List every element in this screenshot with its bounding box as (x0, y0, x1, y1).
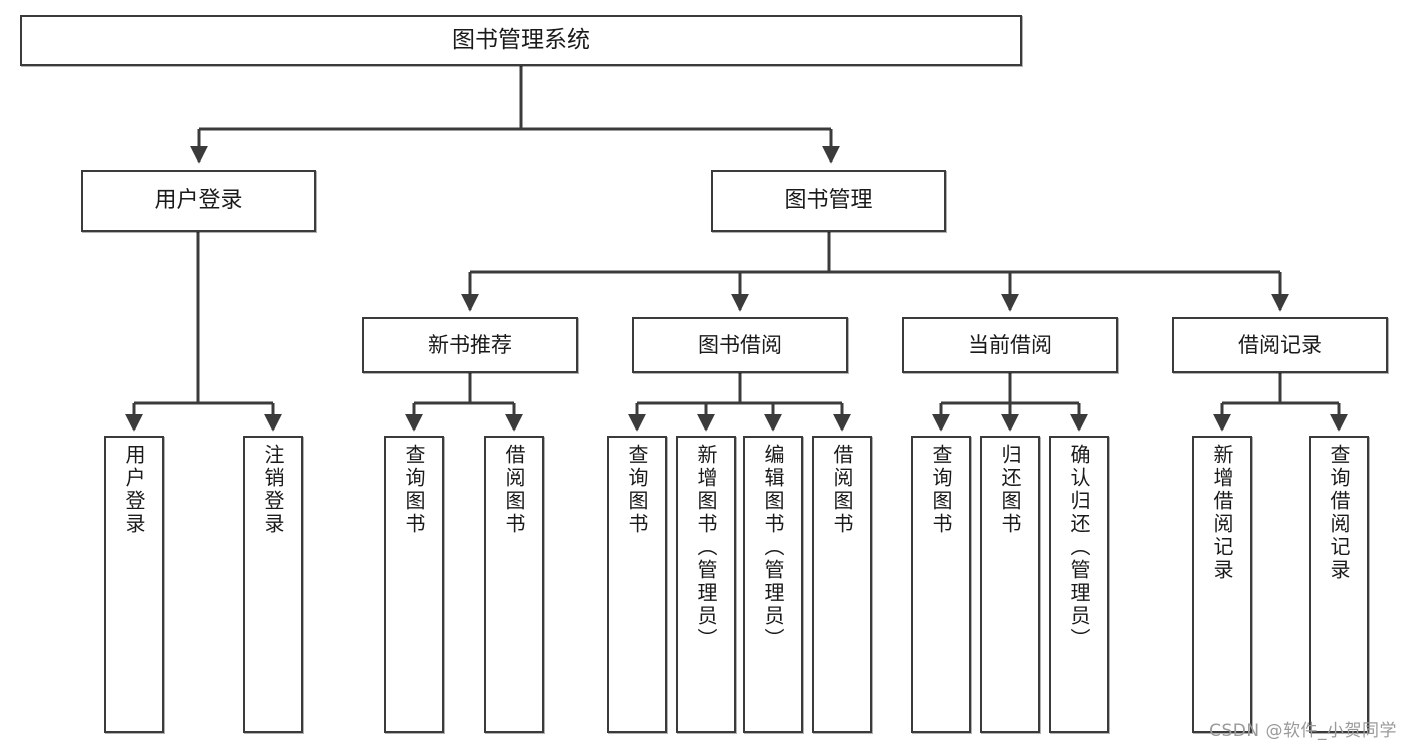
node-label: 确认归还（管理员） (1067, 444, 1091, 651)
csdn-watermark: CSDN @软件_小贺同学 (1209, 721, 1397, 741)
node-new-book-recommend[interactable]: 新书推荐 (362, 317, 578, 373)
node-leaf-query-book-1[interactable]: 查询图书 (384, 436, 444, 733)
node-label: 编辑图书（管理员） (761, 444, 785, 651)
node-leaf-borrow-book-1[interactable]: 借阅图书 (484, 436, 544, 733)
node-label: 用户登录 (122, 444, 146, 536)
node-leaf-user-login[interactable]: 用户登录 (104, 436, 164, 733)
node-label: 查询图书 (402, 444, 426, 536)
node-label: 查询图书 (929, 444, 953, 536)
node-leaf-logout[interactable]: 注销登录 (243, 436, 303, 733)
node-borrow-record[interactable]: 借阅记录 (1172, 317, 1388, 373)
node-label: 用户登录 (154, 188, 243, 214)
node-label: 新书推荐 (428, 332, 512, 357)
node-label: 图书借阅 (698, 332, 782, 357)
node-leaf-query-book-3[interactable]: 查询图书 (911, 436, 971, 733)
node-label: 当前借阅 (968, 332, 1052, 357)
node-book-management[interactable]: 图书管理 (711, 170, 946, 232)
node-label: 查询借阅记录 (1327, 444, 1351, 582)
node-leaf-query-book-2[interactable]: 查询图书 (607, 436, 667, 733)
node-current-borrow[interactable]: 当前借阅 (902, 317, 1118, 373)
node-label: 借阅图书 (502, 444, 526, 536)
node-root-system[interactable]: 图书管理系统 (20, 15, 1022, 66)
node-label: 借阅记录 (1238, 332, 1322, 357)
node-leaf-borrow-book-2[interactable]: 借阅图书 (812, 436, 872, 733)
node-label: 归还图书 (998, 444, 1022, 536)
node-book-borrow[interactable]: 图书借阅 (632, 317, 848, 373)
node-label: 图书管理系统 (452, 27, 590, 54)
node-leaf-query-record[interactable]: 查询借阅记录 (1309, 436, 1369, 733)
node-label: 新增借阅记录 (1210, 444, 1234, 582)
node-leaf-edit-book[interactable]: 编辑图书（管理员） (743, 436, 803, 733)
node-leaf-return-book[interactable]: 归还图书 (980, 436, 1040, 733)
node-leaf-add-record[interactable]: 新增借阅记录 (1192, 436, 1252, 733)
node-user-login[interactable]: 用户登录 (81, 170, 316, 232)
node-leaf-add-book[interactable]: 新增图书（管理员） (676, 436, 736, 733)
node-label: 图书管理 (784, 188, 873, 214)
node-label: 查询图书 (625, 444, 649, 536)
node-label: 借阅图书 (830, 444, 854, 536)
node-label: 新增图书（管理员） (694, 444, 718, 651)
node-label: 注销登录 (261, 444, 285, 536)
node-leaf-confirm-return[interactable]: 确认归还（管理员） (1049, 436, 1109, 733)
